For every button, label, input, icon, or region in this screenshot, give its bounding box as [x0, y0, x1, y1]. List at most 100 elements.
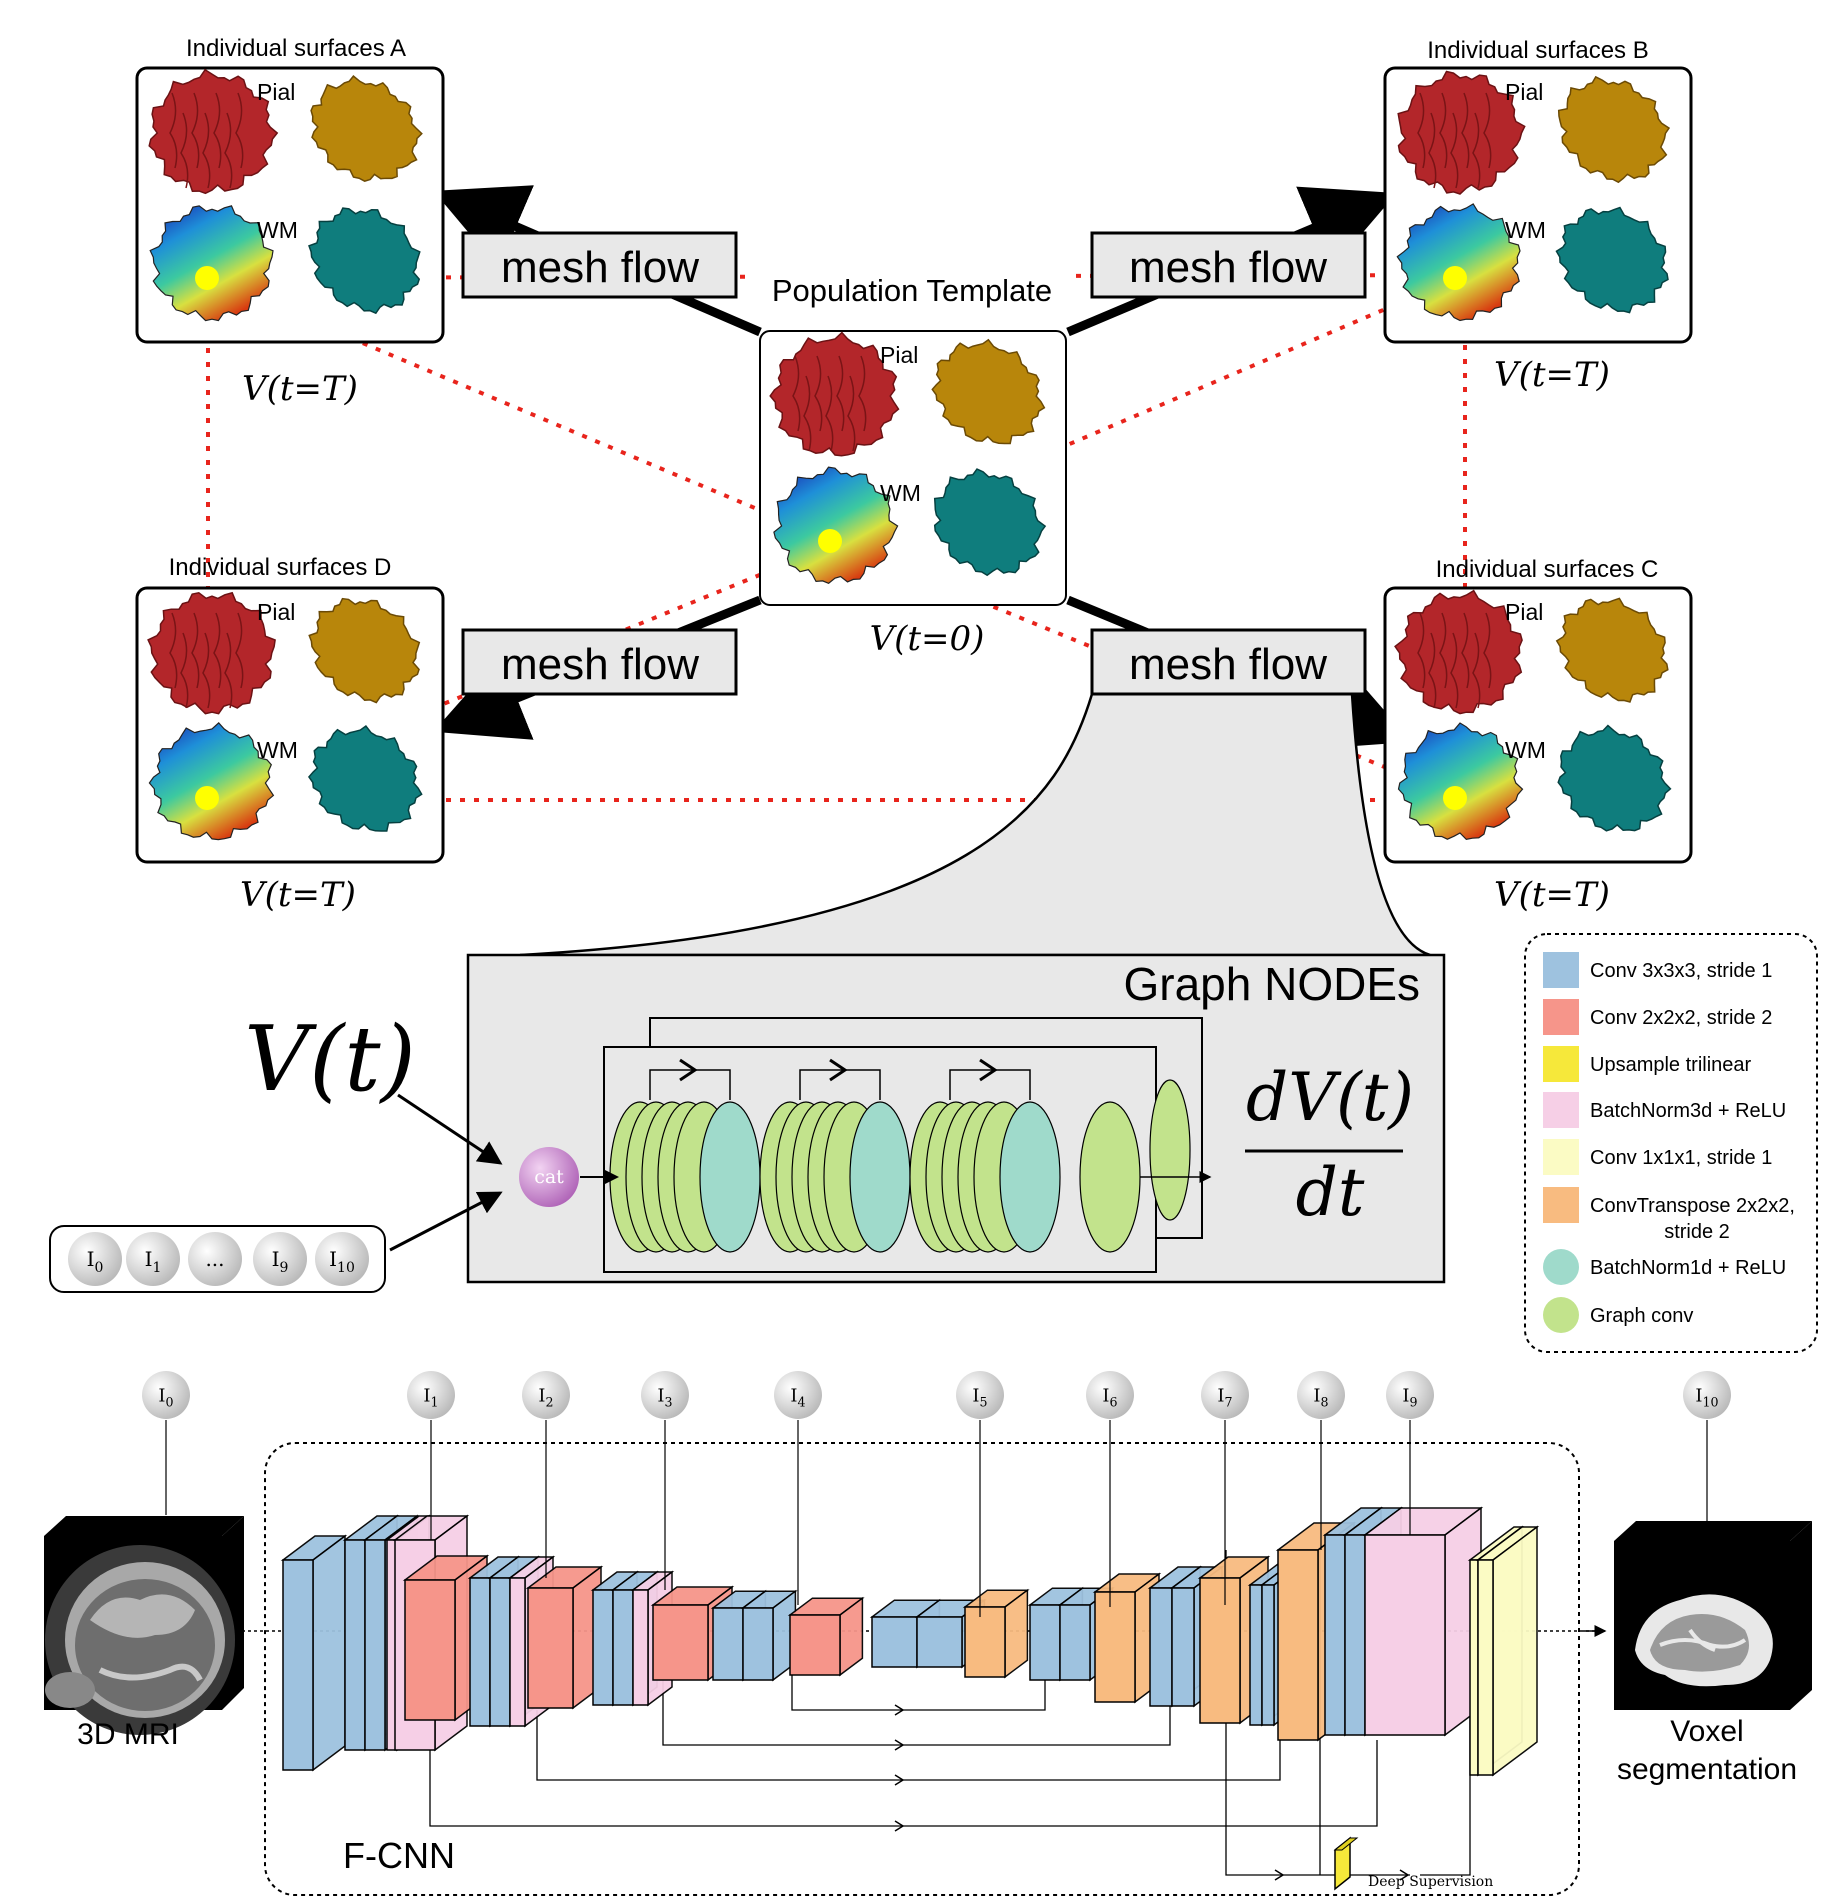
output-label-line2: segmentation: [1617, 1753, 1797, 1786]
pial-brain-lateral: [769, 331, 900, 457]
box-c-title: Individual surfaces C: [1436, 556, 1659, 583]
wm-brain-medial: [1555, 206, 1669, 314]
pial-label: Pial: [1505, 599, 1543, 625]
conv2-block: [787, 1596, 865, 1677]
input-variable-vt: V(t): [244, 1007, 415, 1112]
legend-label: Conv 1x1x1, stride 1: [1590, 1147, 1772, 1169]
wm-label: WM: [1505, 737, 1546, 763]
feature-sphere: [188, 1232, 242, 1286]
mesh-flow-label-tl: mesh flow: [461, 231, 738, 299]
mri-input-label: 3D MRI: [77, 1718, 179, 1751]
correspondence-point: [1443, 786, 1467, 810]
feature-label: ...: [205, 1247, 224, 1271]
residual-chevron: [979, 1058, 998, 1082]
legend-label-cont: stride 2: [1664, 1221, 1730, 1243]
residual-chevron: [679, 1058, 698, 1082]
graph-conv-disc-back: [1149, 1079, 1191, 1221]
legend-swatch: [1543, 1187, 1579, 1223]
fcnn-frame: F-CNN: [264, 1442, 1580, 1896]
population-template-box: Population Template V(t=0): [748, 270, 1074, 659]
vt-arrow: [397, 1093, 503, 1165]
skip-arrow: [1274, 1869, 1285, 1881]
feature-sphere: [253, 1232, 307, 1286]
legend-label: Graph conv: [1590, 1305, 1693, 1327]
pial-brain-medial: [1555, 597, 1669, 703]
feature-sphere: [641, 1371, 689, 1419]
pial-brain-lateral: [147, 591, 276, 715]
legend-swatch: [1543, 1297, 1579, 1333]
skip-arrow: [894, 1820, 905, 1832]
legend-swatch: [1543, 1139, 1579, 1175]
residual-chevron: [829, 1058, 848, 1082]
pial-brain-medial: [308, 597, 421, 704]
correspondence-point: [1443, 266, 1467, 290]
pial-brain-medial: [1557, 75, 1671, 184]
graph-nodes-panel: Graph NODEs: [466, 953, 1446, 1284]
conv3-block: [740, 1589, 798, 1682]
skip-arrow: [894, 1704, 905, 1716]
wm-label: WM: [880, 480, 921, 506]
skip-arrow-heads: [894, 1704, 1410, 1881]
correspondence-point: [195, 786, 219, 810]
graph-conv-layers: [609, 1058, 1212, 1253]
derivative-denominator: dt: [1296, 1154, 1365, 1231]
graph-conv-disc: [1079, 1101, 1141, 1253]
wm-label: WM: [257, 737, 298, 763]
derivative-output: dV(t) dt: [1245, 1059, 1414, 1231]
legend-swatch: [1543, 999, 1579, 1035]
feature-sphere: [1201, 1371, 1249, 1419]
cat-label: cat: [534, 1166, 564, 1188]
pial-brain-medial: [931, 338, 1046, 445]
legend-label: BatchNorm1d + ReLU: [1590, 1257, 1786, 1279]
template-title: Population Template: [772, 273, 1052, 308]
wm-label: WM: [1505, 217, 1546, 243]
features-arrow: [389, 1191, 503, 1252]
box-a-time-label: V(t=T): [242, 369, 358, 409]
wm-brain-lateral: [148, 722, 275, 841]
box-b-title: Individual surfaces B: [1427, 37, 1648, 64]
mesh-flow-label-br: mesh flow: [1090, 628, 1367, 696]
box-c-time-label: V(t=T): [1494, 875, 1610, 915]
fcnn-layers: [280, 1506, 1540, 1777]
legend-swatch: [1543, 1046, 1579, 1082]
convtranspose-block: [962, 1588, 1030, 1679]
feature-sphere: [315, 1232, 369, 1286]
pial-brain-medial: [310, 75, 423, 182]
feature-sphere: [1386, 1371, 1434, 1419]
conv2-block: [650, 1585, 735, 1682]
box-d-time-label: V(t=T): [240, 875, 356, 915]
fcnn-label: F-CNN: [343, 1835, 455, 1876]
wm-label: WM: [257, 217, 298, 243]
feature-sphere: [956, 1371, 1004, 1419]
batchnorm1d-disc: [849, 1101, 911, 1253]
batchnorm3d-block: [1362, 1506, 1484, 1737]
pial-label: Pial: [1505, 79, 1543, 105]
feature-sphere: [407, 1371, 455, 1419]
feature-sphere: [1086, 1371, 1134, 1419]
batchnorm1d-disc: [999, 1101, 1061, 1253]
box-b-time-label: V(t=T): [1494, 355, 1610, 395]
pial-label: Pial: [257, 79, 295, 105]
legend-swatch: [1543, 1092, 1579, 1128]
batchnorm1d-disc: [699, 1101, 761, 1253]
legend-label: BatchNorm3d + ReLU: [1590, 1100, 1786, 1122]
legend-swatch: [1543, 952, 1579, 988]
feature-sphere: [1297, 1371, 1345, 1419]
feature-sphere: [126, 1232, 180, 1286]
wm-brain-medial: [307, 725, 423, 832]
feature-sphere: [1683, 1371, 1731, 1419]
segmentation-brain: [1635, 1594, 1773, 1687]
skip-arrow: [1399, 1869, 1410, 1881]
deep-supervision-label: Deep Supervision: [1368, 1874, 1493, 1890]
legend-label: ConvTranspose 2x2x2,: [1590, 1195, 1795, 1217]
mri-input: 3D MRI: [44, 1516, 244, 1751]
graph-nodes-title: Graph NODEs: [1123, 958, 1420, 1010]
